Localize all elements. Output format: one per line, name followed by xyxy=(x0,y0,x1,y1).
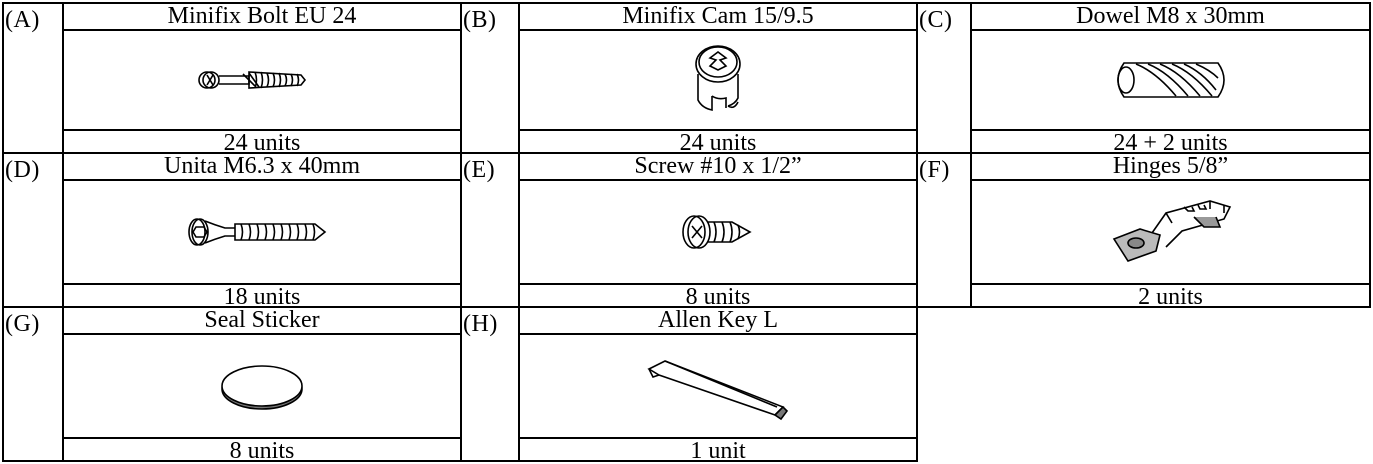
item-cell-e: Screw #10 x 1/2” 8 units xyxy=(518,152,918,310)
item-name-e: Screw #10 x 1/2” xyxy=(634,153,802,179)
item-quantity-h: 1 unit xyxy=(690,438,746,464)
hinge-icon xyxy=(972,181,1369,283)
item-cell-b: Minifix Cam 15/9.5 24 units xyxy=(518,2,918,156)
item-letter-f: (F) xyxy=(916,152,972,308)
item-quantity-e: 8 units xyxy=(685,284,751,310)
item-quantity-f: 2 units xyxy=(1138,284,1203,310)
minifix-bolt-icon xyxy=(64,31,460,129)
pan-head-screw-icon xyxy=(520,181,916,283)
item-cell-c: Dowel M8 x 30mm 24 + 2 units xyxy=(970,2,1371,156)
item-letter-h: (H) xyxy=(460,306,520,462)
item-letter-b: (B) xyxy=(460,2,520,154)
item-letter-d: (D) xyxy=(2,152,64,308)
seal-sticker-icon xyxy=(64,335,460,437)
item-letter-a: (A) xyxy=(2,2,64,154)
item-letter-c: (C) xyxy=(916,2,972,154)
item-name-d: Unita M6.3 x 40mm xyxy=(164,153,360,179)
item-name-c: Dowel M8 x 30mm xyxy=(1076,3,1265,29)
item-name-a: Minifix Bolt EU 24 xyxy=(167,3,357,29)
item-cell-g: Seal Sticker 8 units xyxy=(62,306,462,464)
item-quantity-b: 24 units xyxy=(679,130,757,156)
item-letter-g: (G) xyxy=(2,306,64,462)
minifix-cam-icon xyxy=(520,31,916,129)
item-name-b: Minifix Cam 15/9.5 xyxy=(622,3,814,29)
item-name-h: Allen Key L xyxy=(658,307,778,333)
item-quantity-d: 18 units xyxy=(223,284,301,310)
item-quantity-a: 24 units xyxy=(223,130,301,156)
item-cell-h: Allen Key L 1 unit xyxy=(518,306,918,464)
unita-screw-icon xyxy=(64,181,460,283)
item-cell-d: Unita M6.3 x 40mm 18 units xyxy=(62,152,462,310)
item-cell-a: Minifix Bolt EU 24 24 units xyxy=(62,2,462,156)
item-name-g: Seal Sticker xyxy=(204,307,320,333)
item-letter-e: (E) xyxy=(460,152,520,308)
allen-key-icon xyxy=(520,335,916,437)
dowel-icon xyxy=(972,31,1369,129)
item-name-f: Hinges 5/8” xyxy=(1112,153,1229,179)
item-quantity-c: 24 + 2 units xyxy=(1113,130,1228,156)
item-quantity-g: 8 units xyxy=(229,438,295,464)
item-cell-f: Hinges 5/8” 2 units xyxy=(970,152,1371,310)
